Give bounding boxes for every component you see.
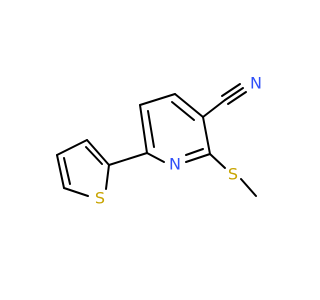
bond-th-c2-c3 [86,139,110,166]
bond-th-c3-c4 [56,139,88,156]
bond-c2-s [209,153,226,169]
molecule-diagram: N N S S [56,74,262,208]
bond-th-c2-c3-inner [85,146,103,165]
bond-s-ch3 [240,178,257,197]
bond-nitrile-3 [221,83,241,97]
bond-nitrile-2 [227,91,247,105]
bond-c5-c6-inner [147,110,155,148]
bond-c2-c3 [202,116,211,155]
bond-c3-c4 [174,93,204,118]
bond-nitrile-1 [224,87,244,101]
atom-label-thiophene-sulfur: S [95,189,105,208]
atom-label-nitrile-nitrogen: N [250,74,262,93]
bond-c6-thiophene [108,152,148,166]
atom-label-methylthio-sulfur: S [228,165,238,184]
bond-c3-c4-inner [171,101,195,121]
bond-th-c5-s [63,187,89,197]
bond-c3-cn [202,99,226,118]
bond-c5-c6 [139,104,148,154]
bond-n1-c2-inner [185,148,204,156]
bond-th-c4-c5 [56,154,65,189]
bond-c6-n1 [146,152,165,163]
atom-label-ring-nitrogen: N [169,155,181,174]
bond-th-c4-c5-inner [63,157,71,185]
bond-n1-c2 [185,153,211,163]
structure-svg: N N S S [56,74,262,208]
bond-th-s-c2 [105,164,110,190]
bond-c4-c5 [139,93,176,106]
